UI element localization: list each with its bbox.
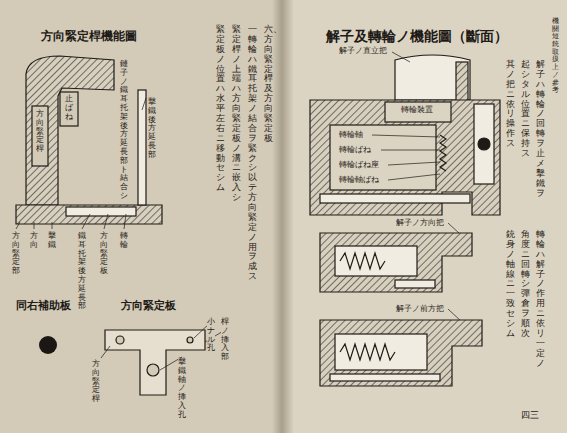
part-name: 方向 bbox=[30, 232, 38, 250]
part-name: 解子ノ前方把 bbox=[395, 304, 445, 313]
part-name: 小ナル孔 bbox=[207, 318, 215, 353]
part-name: 方向緊定板 bbox=[100, 232, 108, 276]
part-name: 擊鐵後方延長部 bbox=[148, 98, 156, 160]
part-name: 轉輪ばね bbox=[338, 145, 372, 154]
part-name: 擊鐵軸ノ挿入孔 bbox=[178, 358, 186, 420]
body-text: 銃身ノ軸線ニ一致セシム bbox=[506, 230, 515, 339]
page-fold bbox=[272, 0, 294, 433]
direction-lever-figure bbox=[16, 56, 162, 224]
right-page bbox=[283, 0, 567, 433]
part-name: 轉輪ばね座 bbox=[338, 160, 380, 169]
part-name: 鐵耳托架後方延長部 bbox=[78, 232, 86, 311]
part-name: 轉輪軸 bbox=[338, 130, 364, 139]
trigger-direction-section bbox=[320, 233, 472, 292]
part-name: 轉輪 bbox=[120, 232, 128, 250]
body-text: 角度ニ回轉シ彈倉ヲ順次 bbox=[521, 230, 530, 339]
part-name: 擊鐵 bbox=[48, 232, 56, 250]
section-heading: 六、方向緊定桿及方向緊定板 bbox=[264, 25, 273, 144]
running-header: 機關短銃取扱上ノ參考 bbox=[552, 18, 559, 95]
direction-plate-figure bbox=[105, 330, 205, 395]
part-name: 轉輪軸ばね bbox=[338, 175, 380, 184]
page-number: 四三 bbox=[520, 410, 540, 420]
part-name: 解子ノ直立把 bbox=[338, 46, 388, 55]
part-name: 轉輪裝置 bbox=[400, 105, 434, 114]
body-text: 轉輪ハ解子ノ作用ニ依リ一定ノ bbox=[536, 230, 545, 368]
auxiliary-plate-symbol bbox=[39, 336, 57, 354]
trigger-cylinder-section bbox=[310, 55, 500, 215]
part-name: 止ばね bbox=[65, 95, 73, 121]
part-name: 方向緊定部 bbox=[12, 232, 20, 276]
body-text: 解子ハ轉輪ノ回轉ヲ止メ擊鐵ヲ bbox=[536, 60, 545, 198]
part-name: 鏈子ノ鐵耳托架後方延長部ト結合シ bbox=[120, 60, 128, 201]
part-name: 解子ノ方向把 bbox=[395, 218, 445, 227]
body-text: 其ノ把ニ依リ操作ス bbox=[506, 60, 515, 149]
figure-title: 方向緊定板 bbox=[120, 300, 177, 313]
body-text: 起シタル位置ニ保持ス bbox=[521, 60, 530, 159]
body-text: 緊定板ノ位置ハ水平左右ニ移動セシム bbox=[216, 25, 225, 193]
trigger-front-section bbox=[320, 320, 482, 386]
figure-title: 解子及轉輪ノ機能圖（斷面） bbox=[325, 28, 509, 44]
figure-title: 同右補助板 bbox=[15, 300, 72, 313]
part-name: 方向緊定桿 bbox=[36, 110, 44, 154]
body-text: 一轉輪ハ鐵耳托架ノ結合ヲ緊クシ以テ方向緊定ノ用ヲ成ス bbox=[248, 25, 257, 282]
part-name: 方向緊定桿 bbox=[92, 360, 100, 404]
left-page bbox=[0, 0, 283, 433]
part-name: 桿ノ挿入部 bbox=[221, 318, 229, 362]
body-text: 緊定桿ノ上端ハ方向緊定板ノ溝ニ嵌入シ bbox=[232, 25, 241, 203]
figure-title: 方向緊定桿機能圖 bbox=[40, 30, 138, 44]
